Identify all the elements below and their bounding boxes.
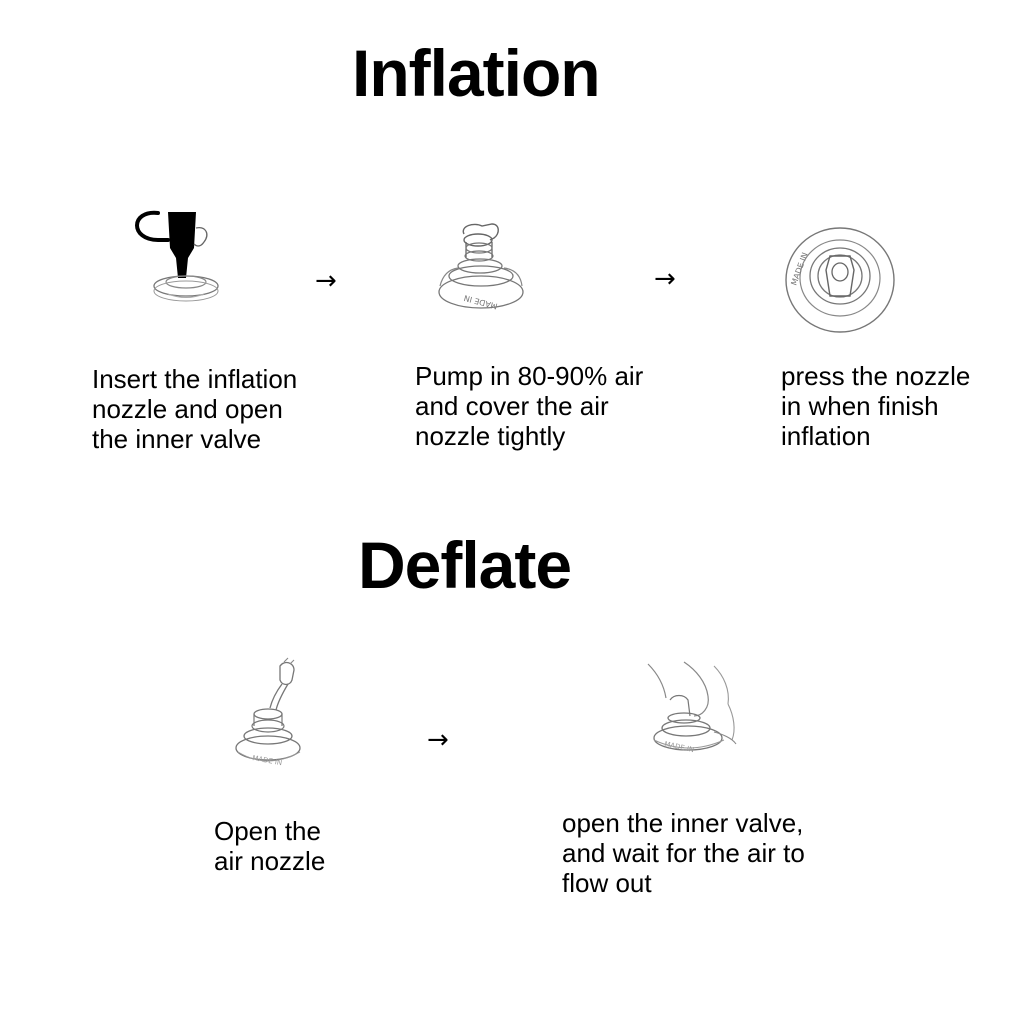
- valve-open-cap-icon: MADE IN: [232, 656, 312, 774]
- inflation-step-2-caption: Pump in 80-90% air and cover the air noz…: [415, 361, 644, 451]
- inflation-title: Inflation: [352, 36, 601, 110]
- deflate-step-1-caption: Open the air nozzle: [214, 816, 326, 876]
- svg-text:MADE IN: MADE IN: [252, 754, 283, 767]
- inflation-step-3-caption: press the nozzle in when finish inflatio…: [781, 361, 971, 451]
- hand-open-valve-icon: MADE IN: [644, 660, 744, 756]
- step-arrow: →: [427, 725, 449, 755]
- inflation-step-1-caption: Insert the inflation nozzle and open the…: [92, 364, 298, 454]
- svg-text:MADE IN: MADE IN: [664, 740, 695, 754]
- valve-capped-icon: MADE IN: [434, 220, 534, 320]
- pump-nozzle-insert-icon: [128, 208, 228, 312]
- valve-pressed-top-icon: MADE IN: [784, 226, 898, 336]
- step-arrow: →: [315, 266, 337, 296]
- svg-text:MADE IN: MADE IN: [789, 251, 809, 286]
- deflate-step-2-caption: open the inner valve, and wait for the a…: [562, 808, 805, 898]
- deflate-title: Deflate: [358, 528, 572, 602]
- step-arrow: →: [654, 264, 676, 294]
